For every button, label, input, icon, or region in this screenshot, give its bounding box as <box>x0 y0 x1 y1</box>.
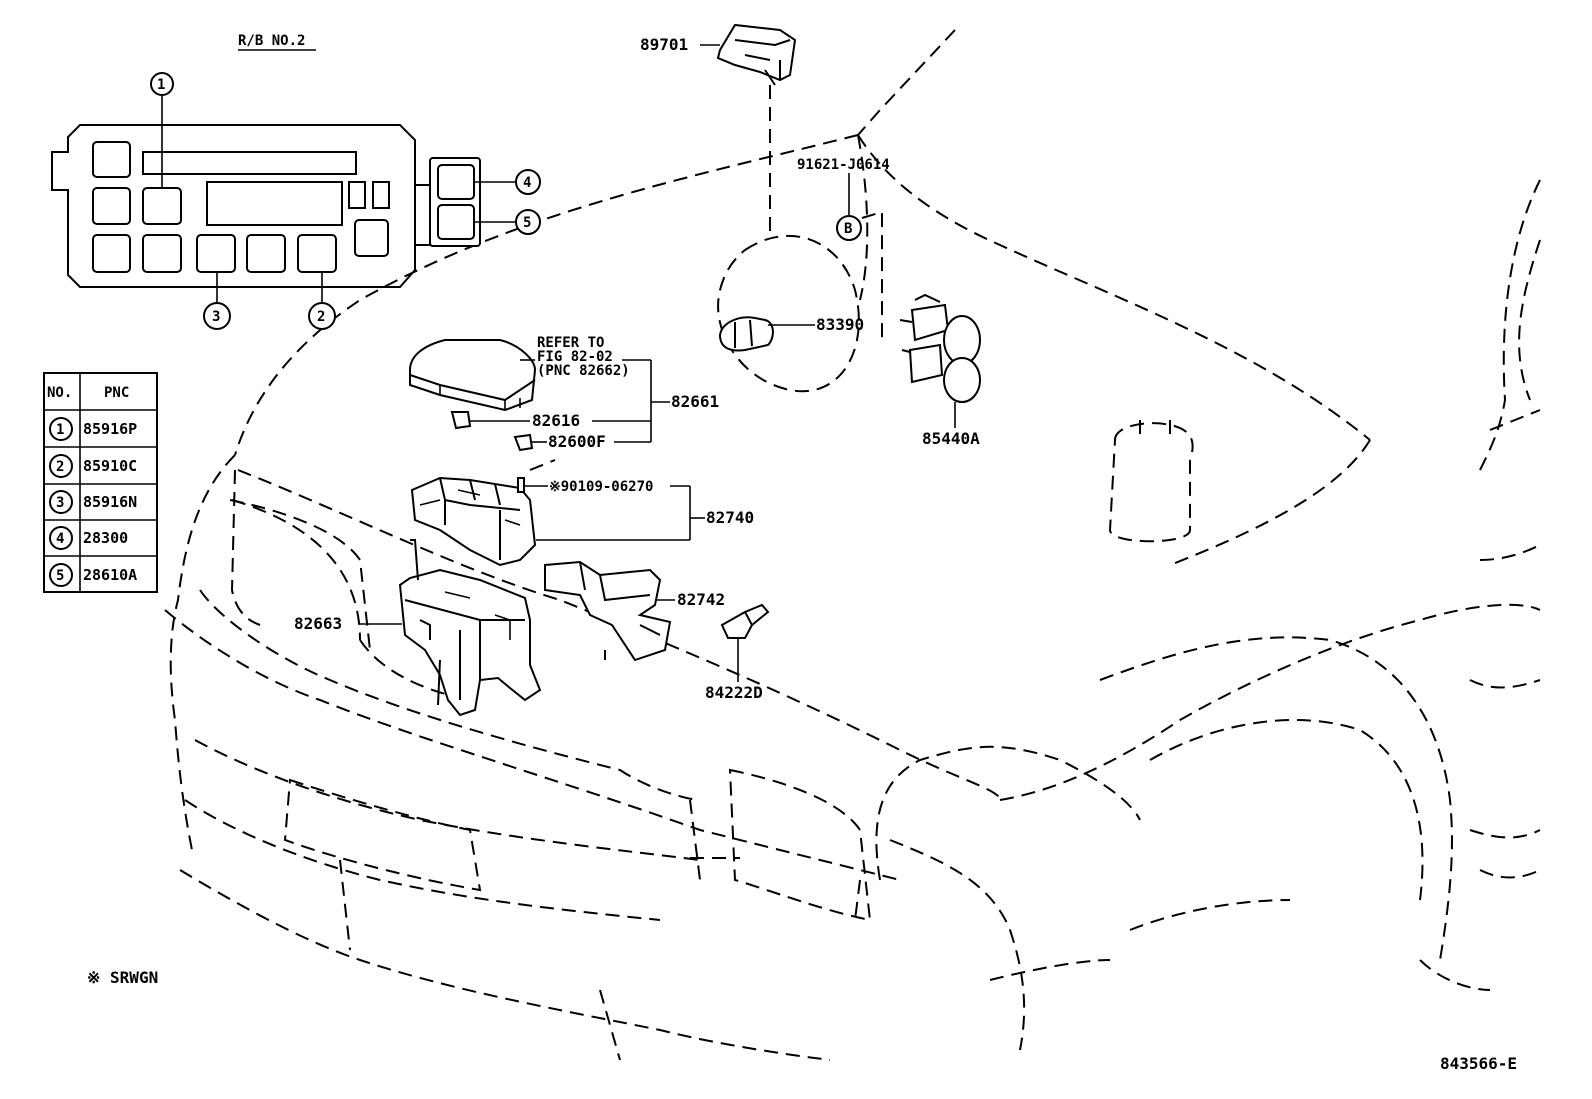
part-89701: 89701 <box>640 23 797 86</box>
mini-fuse <box>348 181 366 209</box>
fuse-strip <box>142 151 357 175</box>
callout-82740: 82740 <box>706 508 754 527</box>
table-row-pnc: 85910C <box>83 457 137 475</box>
relay-slot <box>142 234 182 273</box>
relay-slot <box>92 234 131 273</box>
relay-slot-2 <box>297 234 337 273</box>
table-header-no: NO. <box>47 385 72 401</box>
table-row: 1 85916P <box>49 417 137 441</box>
relay-slot-4 <box>437 164 475 200</box>
callout-83390: 83390 <box>816 315 864 334</box>
relay-slot <box>92 141 131 178</box>
part-82663: 82663 <box>294 539 542 717</box>
marker-b-label: B <box>844 221 852 237</box>
relay-slot <box>246 234 286 273</box>
callout-82742: 82742 <box>677 590 725 609</box>
relay-slot <box>354 219 389 257</box>
table-row: 4 28300 <box>49 526 128 550</box>
marker-b <box>836 215 862 241</box>
callout-91621: 91621-J0614 <box>797 157 890 173</box>
callout-89701: 89701 <box>640 35 688 54</box>
part-84222d: 84222D <box>705 603 770 702</box>
relay-block-no2: R/B NO.2 1 4 5 3 2 <box>51 33 541 330</box>
table-row-pnc: 85916N <box>83 493 137 511</box>
mini-fuse <box>372 181 390 209</box>
part-83390: 83390 <box>718 315 864 352</box>
refer-line-1: REFER TO <box>537 335 604 351</box>
part-91621-j0614: 91621-J0614 B <box>797 157 890 241</box>
table-row-no: 1 <box>56 422 64 438</box>
relay-slot <box>92 187 131 225</box>
table-row: 5 28610A <box>49 563 137 587</box>
footnote: ※ SRWGN <box>87 968 158 987</box>
relay-slot-5 <box>437 204 475 240</box>
refer-line-2: FIG 82-02 <box>537 349 613 365</box>
part-82661-group: REFER TO FIG 82-02 (PNC 82662) 82661 826… <box>409 335 719 452</box>
relay-slot-1 <box>142 187 182 225</box>
table-row-no: 5 <box>56 568 64 584</box>
pnc-table: NO. PNC 1 85916P 2 85910C 3 85916N 4 283… <box>43 372 158 593</box>
part-82742: 82742 <box>544 560 725 662</box>
vehicle-outline <box>164 29 1541 1061</box>
figure-id: 843566-E <box>1440 1054 1517 1073</box>
table-header-pnc: PNC <box>104 385 129 401</box>
refer-line-3: (PNC 82662) <box>537 363 630 379</box>
table-row-no: 2 <box>56 459 64 475</box>
marker-3-label: 3 <box>212 309 220 325</box>
callout-82661: 82661 <box>671 392 719 411</box>
fuse-block <box>206 181 343 226</box>
table-row-pnc: 28610A <box>83 566 137 584</box>
relay-block-title: R/B NO.2 <box>238 33 305 49</box>
table-row-pnc: 28300 <box>83 529 128 547</box>
table-row-no: 4 <box>56 531 64 547</box>
callout-85440a: 85440A <box>922 429 980 448</box>
callout-82616: 82616 <box>532 411 580 430</box>
table-row: 3 85916N <box>49 490 137 514</box>
table-row: 2 85910C <box>49 454 137 478</box>
callout-84222d: 84222D <box>705 683 763 702</box>
callout-82600f: 82600F <box>548 432 606 451</box>
part-82740-group: ※90109-06270 82740 <box>410 476 754 567</box>
table-row-pnc: 85916P <box>83 420 137 438</box>
marker-4-label: 4 <box>523 175 531 191</box>
marker-5-label: 5 <box>523 215 531 231</box>
marker-1-label: 1 <box>157 77 165 93</box>
table-row-no: 3 <box>56 495 64 511</box>
callout-82663: 82663 <box>294 614 342 633</box>
part-85440a: 85440A <box>899 293 981 448</box>
relay-slot-3 <box>196 234 236 273</box>
callout-90109: ※90109-06270 <box>549 479 653 495</box>
marker-2-label: 2 <box>317 309 325 325</box>
